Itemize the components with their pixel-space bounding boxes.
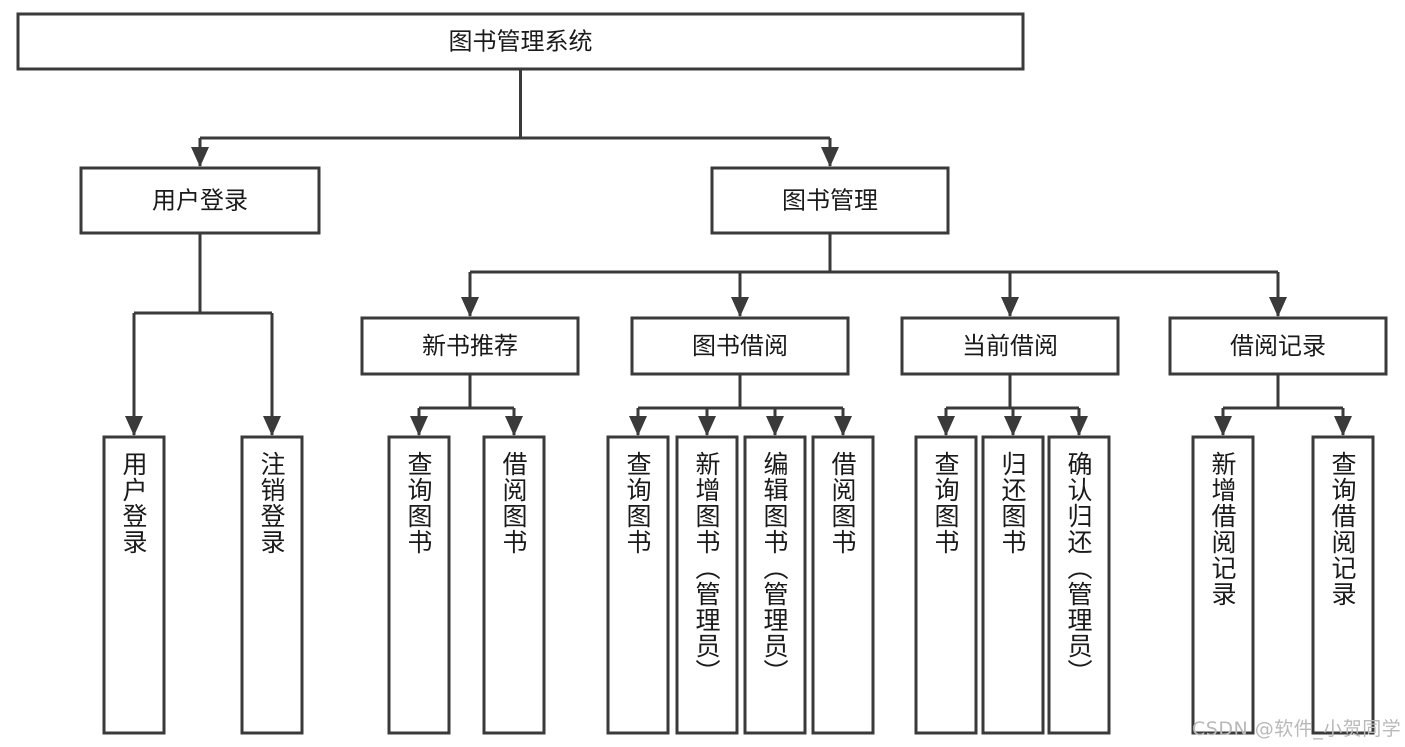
arrow-head-icon [263, 416, 281, 436]
arrow-head-icon [834, 416, 852, 436]
node-root-box[interactable] [16, 12, 1025, 71]
arrow-head-icon [1334, 416, 1352, 436]
node-leaf-query-book-3-box[interactable] [914, 435, 978, 735]
node-leaf-borrow-book-2-box[interactable] [811, 435, 875, 735]
connector-layer [125, 69, 1352, 436]
node-leaf-add-book-admin-box[interactable] [675, 435, 739, 735]
node-book-borrow-box[interactable] [630, 316, 850, 376]
node-borrow-record-label: 借阅记录 [1230, 332, 1326, 360]
arrow-head-icon [461, 297, 479, 317]
node-box-layer [16, 12, 1388, 735]
node-current-borrow-box[interactable] [900, 316, 1120, 376]
arrow-head-icon [766, 416, 784, 436]
csdn-watermark: CSDN @软件_小贺同学 [1192, 718, 1402, 740]
arrow-head-icon [629, 416, 647, 436]
arrow-head-icon [1214, 416, 1232, 436]
arrow-head-icon [1004, 416, 1022, 436]
node-book-manage-box[interactable] [710, 166, 950, 235]
node-leaf-query-borrow-record-box[interactable] [1311, 435, 1375, 735]
node-leaf-user-login-box[interactable] [102, 435, 166, 735]
node-leaf-user-logout-box[interactable] [240, 435, 304, 735]
arrow-head-icon [1001, 297, 1019, 317]
node-new-book-recommend-label: 新书推荐 [422, 332, 518, 360]
node-leaf-query-book-2-box[interactable] [606, 435, 670, 735]
node-leaf-query-book-1-box[interactable] [387, 435, 451, 735]
node-root-label: 图书管理系统 [449, 28, 593, 56]
node-new-book-recommend-box[interactable] [360, 316, 580, 376]
node-borrow-record-box[interactable] [1168, 316, 1388, 376]
arrow-head-icon [698, 416, 716, 436]
arrow-head-icon [191, 147, 209, 167]
node-leaf-confirm-return-admin-box[interactable] [1047, 435, 1111, 735]
arrow-head-icon [937, 416, 955, 436]
node-leaf-edit-book-admin-box[interactable] [743, 435, 807, 735]
node-current-borrow-label: 当前借阅 [962, 332, 1058, 360]
arrow-head-icon [505, 416, 523, 436]
node-leaf-borrow-book-1-box[interactable] [482, 435, 546, 735]
node-leaf-add-borrow-record-box[interactable] [1191, 435, 1255, 735]
arrow-head-icon [731, 297, 749, 317]
node-book-borrow-label: 图书借阅 [692, 332, 788, 360]
node-user-login-label: 用户登录 [152, 187, 248, 215]
arrow-head-icon [125, 416, 143, 436]
arrow-head-icon [1269, 297, 1287, 317]
node-book-manage-label: 图书管理 [782, 187, 878, 215]
node-leaf-return-book-box[interactable] [981, 435, 1045, 735]
node-user-login-box[interactable] [79, 166, 321, 235]
arrow-head-icon [821, 147, 839, 167]
arrow-head-icon [1070, 416, 1088, 436]
arrow-head-icon [410, 416, 428, 436]
